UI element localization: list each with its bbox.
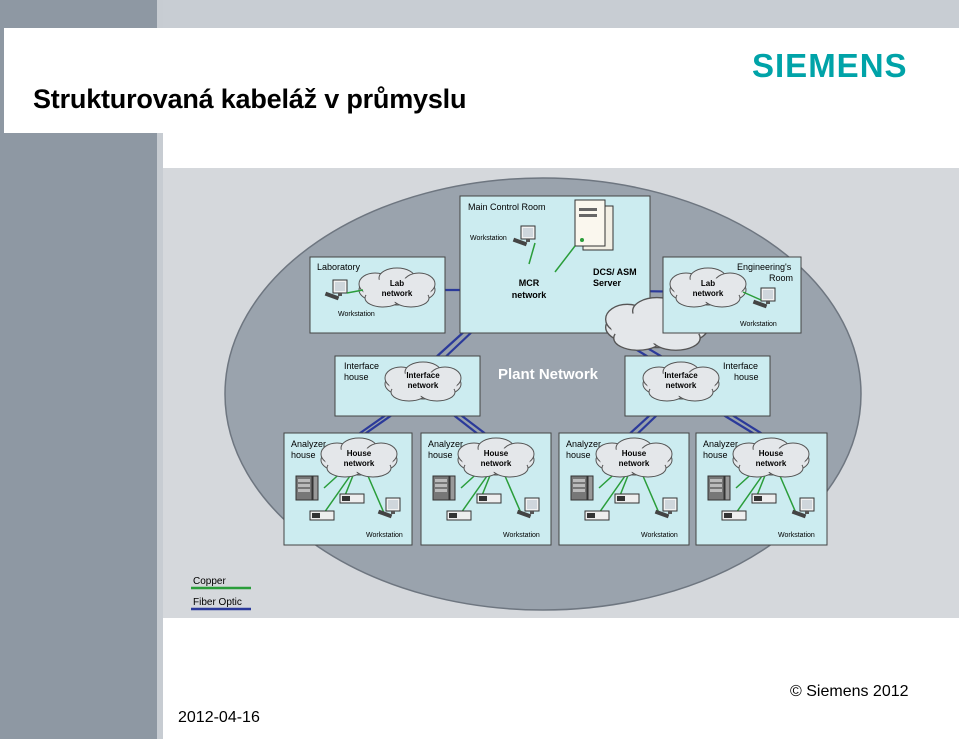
analyzer-house-2-title-line1: Analyzer [428,439,463,449]
eng-workstation-label: Workstation [740,321,777,328]
analyzer-house-2-workstation: Workstation [503,532,540,539]
mcr-workstation-label: Workstation [470,235,507,242]
engineering-room-title-line1: Engineering's [737,262,792,272]
lab-network-label-line2: network [382,289,413,298]
analyzer-house-4-workstation: Workstation [778,532,815,539]
analyzer-house-4-network-line2: network [756,459,787,468]
server-icon [574,199,614,251]
interface-network-right-line1: Interface [664,371,698,380]
eng-network-label-line1: Lab [701,279,715,288]
analyzer-house-1-workstation: Workstation [366,532,403,539]
analyzer-house-3-title-line2: house [566,450,591,460]
analyzer-house-2-network-line1: House [484,449,509,458]
analyzer-house-1-title-line2: house [291,450,316,460]
server-label-line2: Server [593,278,622,288]
analyzer-house-1-title-line1: Analyzer [291,439,326,449]
legend: Copper Fiber Optic [191,576,251,611]
analyzer-house-2: Analyzer house House network Workstation [420,432,552,546]
slide-date: 2012-04-16 [178,709,260,726]
interface-network-right-line2: network [666,381,697,390]
title-area [4,28,959,133]
lab-network-label-line1: Lab [390,279,404,288]
analyzer-house-3-network-line2: network [619,459,650,468]
interface-network-left-line2: network [408,381,439,390]
analyzer-house-1: Analyzer house House network Workstation [283,432,413,546]
mcr-network-label-line1: MCR [519,278,540,288]
legend-copper-label: Copper [193,576,226,587]
server-label-line1: DCS/ ASM [593,267,637,277]
interface-house-left-title-line1: Interface [344,361,379,371]
analyzer-house-2-network-line2: network [481,459,512,468]
laboratory-title: Laboratory [317,262,361,272]
analyzer-house-4: Analyzer house House network Workstation [695,432,828,546]
legend-fiber-optic-label: Fiber Optic [193,597,242,608]
interface-house-right: Interface house Interface network [624,355,771,417]
page-title: Strukturovaná kabeláž v průmyslu [33,84,467,114]
analyzer-house-4-title-line1: Analyzer [703,439,738,449]
main-control-room-box: Main Control Room Workstation DCS/ ASM S… [459,195,709,351]
interface-house-left-title-line2: house [344,372,369,382]
analyzer-house-3-title-line1: Analyzer [566,439,601,449]
analyzer-house-4-network-line1: House [759,449,784,458]
lab-workstation-label: Workstation [338,311,375,318]
eng-network-label-line2: network [693,289,724,298]
analyzer-house-1-network-line1: House [347,449,372,458]
analyzer-house-1-network-line2: network [344,459,375,468]
plant-network-diagram: Main Control Room Workstation DCS/ ASM S… [163,168,959,618]
siemens-logo: SIEMENS [752,47,908,84]
analyzer-house-3: Analyzer house House network Workstation [558,432,690,546]
analyzer-house-2-title-line2: house [428,450,453,460]
interface-house-left: Interface house Interface network [334,355,481,417]
interface-house-right-title-line1: Interface [723,361,758,371]
analyzer-house-3-network-line1: House [622,449,647,458]
engineering-room-title-line2: Room [769,273,793,283]
interface-house-right-title-line2: house [734,372,759,382]
mcr-network-label-line2: network [512,290,548,300]
left-sidebar-edge [157,0,163,739]
copper-links-top [346,242,762,301]
main-control-room-title: Main Control Room [468,202,546,212]
engineering-room-box: Engineering's Room Lab network Workstati… [662,256,802,334]
plant-network-label: Plant Network [498,366,599,383]
laboratory-box: Laboratory Lab network Workstation [309,256,446,334]
interface-network-left-line1: Interface [406,371,440,380]
analyzer-house-4-title-line2: house [703,450,728,460]
copyright-notice: © Siemens 2012 [790,683,909,700]
analyzer-house-3-workstation: Workstation [641,532,678,539]
